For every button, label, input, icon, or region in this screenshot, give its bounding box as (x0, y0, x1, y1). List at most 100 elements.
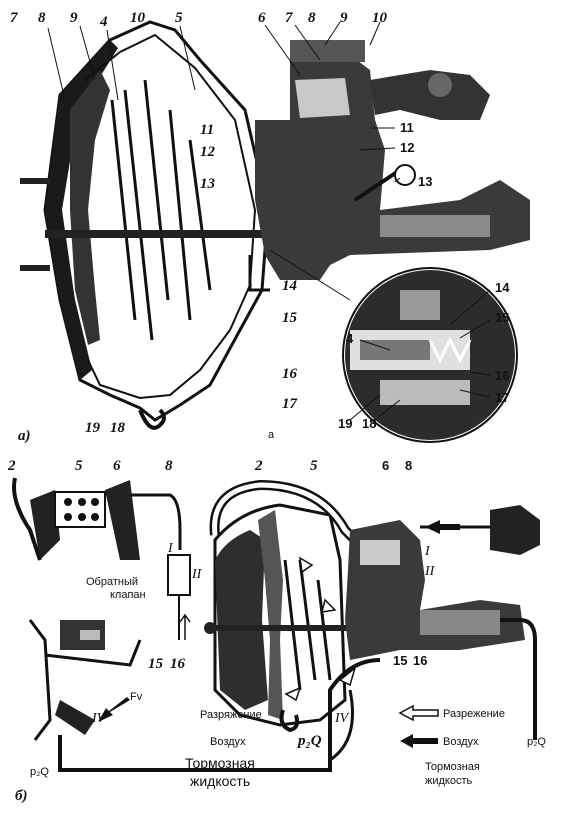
bottom-return-loop (329, 689, 354, 762)
brake-fluid-line (58, 735, 332, 772)
rod-stub-left-bottom (20, 265, 50, 271)
right-fluid-line (500, 618, 537, 740)
callout-7: 7 (10, 10, 18, 26)
b-pedal-16: 16 (170, 656, 186, 672)
b-left-2: 2 (7, 458, 16, 474)
booster-b-housing (213, 503, 347, 727)
callout-8: 8 (38, 10, 46, 26)
return-spring-ribs (110, 79, 212, 341)
legend-vacuum-arrow (398, 704, 439, 722)
callout-11-right: 11 (400, 120, 414, 135)
callout-8b: 8 (308, 10, 316, 26)
callout-4: 4 (99, 14, 108, 30)
mid-11: 11 (200, 122, 214, 138)
bottom-18: 18 (110, 420, 126, 436)
pedal-foot (55, 700, 95, 735)
diaphragm (84, 33, 257, 400)
pedal-bracket (30, 490, 60, 560)
inset-leader (269, 249, 351, 301)
diaphragm-dark (70, 70, 110, 345)
mid-16: 16 (282, 366, 298, 382)
callout-13-right: 13 (418, 174, 432, 189)
pedal-block (54, 491, 106, 528)
callout-9: 9 (70, 10, 78, 26)
figure-b-label: б) (15, 788, 27, 804)
check-valve-arrow (179, 613, 191, 640)
vacuum-tube-top (209, 479, 364, 549)
adjust-screw (353, 168, 402, 202)
b-roman-IV: IV (334, 711, 350, 726)
drain-hook (138, 408, 166, 430)
inset-4: 4 (346, 331, 354, 346)
fluid-line-right (328, 658, 381, 760)
brake-fluid-label-2: жидкость (190, 773, 250, 789)
inset-16: 16 (495, 368, 509, 383)
check-valve-label-1: Обратный (86, 576, 138, 588)
check-valve (167, 554, 191, 596)
booster-b-diaphragm (215, 530, 268, 710)
figure-a-booster-section: 7 8 9 4 10 5 6 7 8 9 10 11 12 13 11 12 1… (10, 10, 530, 444)
b-roman-I-left: I (167, 541, 174, 556)
callout-7b: 7 (285, 10, 293, 26)
b-main-2: 2 (254, 458, 263, 474)
figure-b-scheme: 2 5 6 8 Обратный клапан I II 15 16 IV Fv… (7, 458, 546, 804)
inset-18: 18 (362, 416, 376, 431)
p2q-left-label: p₂Q (30, 766, 49, 778)
pedal-block-holes (64, 498, 99, 521)
fitting-knob (428, 73, 452, 97)
figure-a-label: а) (18, 428, 31, 444)
b-roman-II: II (424, 564, 436, 579)
callout-leaders-a (47, 21, 491, 421)
vacuum-hose-left (130, 493, 182, 550)
flow-arrows (284, 556, 357, 702)
b-roman-IV-left: IV (91, 711, 107, 726)
pedal-arm-top (12, 477, 42, 561)
left-shell (45, 40, 118, 380)
inset-19: 19 (338, 416, 352, 431)
mid-15: 15 (282, 310, 298, 326)
force-arrow (98, 697, 130, 722)
b-main-8: 8 (405, 458, 412, 473)
inset-17: 17 (495, 390, 509, 405)
vacuum-port (279, 709, 300, 733)
inset-14: 14 (495, 280, 510, 295)
brake-fluid-label-1: Тормозная (185, 755, 255, 771)
legend-p2q-label: p₂Q (527, 736, 546, 748)
inset-15: 15 (495, 310, 509, 325)
b-main-16: 16 (413, 653, 427, 668)
valve-body-highlight (295, 78, 350, 118)
legend-fluid-2: жидкость (425, 775, 473, 787)
push-rod (45, 230, 275, 238)
inset-sub-label: а (268, 429, 275, 441)
b-left-5: 5 (75, 458, 83, 474)
mc-bore (80, 630, 100, 640)
legend-fluid-1: Тормозная (425, 761, 480, 773)
legend-air-label: Воздух (443, 736, 479, 748)
callout-9b: 9 (340, 10, 348, 26)
callout-5: 5 (175, 10, 183, 26)
mid-14: 14 (282, 278, 298, 294)
air-filter (490, 505, 540, 555)
legend-vacuum-label: Разрежение (443, 708, 505, 720)
inset-detail (345, 270, 515, 440)
callout-10: 10 (130, 10, 146, 26)
booster-b-rod (205, 625, 420, 631)
screw-head (394, 164, 416, 186)
bottom-19: 19 (85, 420, 101, 436)
b-main-15: 15 (393, 653, 407, 668)
vacuum-tube-inner (212, 482, 362, 547)
p2q-center-label: p₂Q (296, 733, 322, 749)
booster-b-dark-shell (258, 510, 283, 720)
b-roman-I: I (424, 544, 431, 559)
hose-fitting (370, 70, 490, 120)
pedal-link (44, 639, 142, 667)
legend-air-arrow (400, 734, 438, 748)
mid-13: 13 (200, 176, 216, 192)
b-left-8: 8 (165, 458, 173, 474)
b-pedal-15: 15 (148, 656, 164, 672)
brake-pedal (28, 619, 52, 741)
b-roman-II-left: II (191, 567, 203, 582)
vacuum-label: Разряжение (200, 709, 262, 721)
mid-12: 12 (200, 144, 216, 160)
